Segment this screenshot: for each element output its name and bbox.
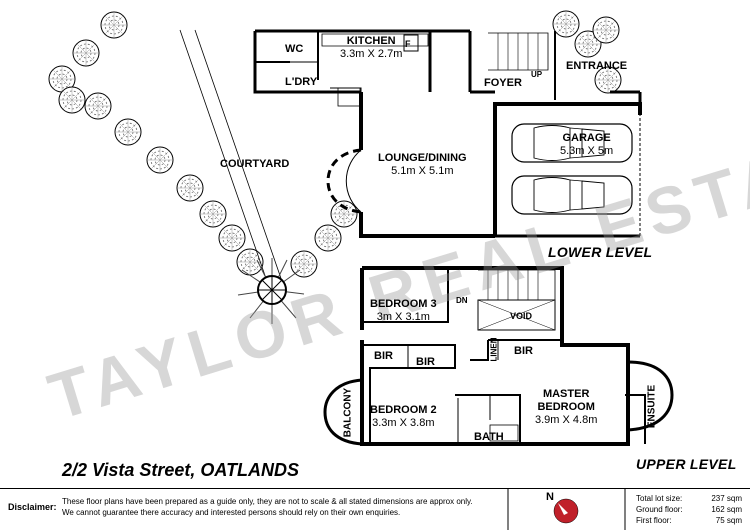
room-dimensions: 5.3m X 5m [560,145,614,157]
room-label-bir-2: BIR [416,356,435,368]
room-name-2: BEDROOM [537,401,595,413]
room-label-ensuite: ENSUITE [646,384,658,429]
room-label-lounge: LOUNGE/DINING 5.1m X 5.1m [378,152,467,178]
room-dimensions: 3m X 3.1m [376,311,430,323]
ground-floor-value: 162 sqm [711,505,742,514]
room-label-garage: GARAGE 5.3m X 5m [560,132,613,158]
room-dimensions: 5.1m X 5.1m [391,165,454,177]
tree-icon [84,92,112,120]
stair-down-label: DN [456,296,468,305]
tree-icon [218,224,246,252]
tree-icon [236,248,264,276]
tree-icon [72,39,100,67]
room-name: MASTER [542,388,590,400]
first-floor-value: 75 sqm [715,516,742,525]
room-label-courtyard: COURTYARD [220,158,290,170]
room-label-bir-1: BIR [374,350,393,362]
room-name: GARAGE [562,132,611,144]
room-dimensions: 3.9m X 4.8m [535,414,598,426]
room-dimensions: 3.3m X 2.7m [340,48,403,60]
lower-level-label: LOWER LEVEL [548,244,653,260]
tree-icon [330,200,358,228]
property-address: 2/2 Vista Street, OATLANDS [62,460,300,480]
room-label-balcony: BALCONY [342,387,354,438]
room-label-void: VOID [510,311,533,321]
fridge-label: F [405,39,411,49]
room-label-laundry: L'DRY [285,76,318,88]
room-label-kitchen: KITCHEN 3.3m X 2.7m [340,35,402,61]
tree-icon [552,10,580,38]
room-label-bedroom3: BEDROOM 3 3m X 3.1m [370,298,437,324]
room-label-master: MASTER BEDROOM 3.9m X 4.8m [535,388,597,427]
room-dimensions: 3.3m X 3.8m [372,417,435,429]
room-name: LOUNGE/DINING [378,152,467,164]
compass-icon [553,498,579,524]
room-label-wc: WC [285,43,304,55]
total-lot-label: Total lot size: [636,494,683,503]
footer: Disclaimer: These floor plans have been … [0,488,750,531]
tree-icon [314,224,342,252]
room-name: BEDROOM 3 [370,298,437,310]
room-name: KITCHEN [346,35,396,47]
area-summary: Total lot size: 237 sqm Ground floor: 162 … [636,493,742,526]
tree-icon [58,86,86,114]
tree-icon [100,11,128,39]
compass-north-label: N [546,491,554,503]
tree-icon [199,200,227,228]
room-label-entrance: ENTRANCE [566,60,628,72]
disclaimer-line-2: We cannot guarantee there accuracy and i… [62,508,401,517]
room-label-bir-3: BIR [514,345,533,357]
tree-icon [592,16,620,44]
disclaimer-line-1: These floor plans have been prepared as … [62,497,473,506]
stair-up-label: UP [531,70,543,79]
room-label-bedroom2: BEDROOM 2 3.3m X 3.8m [370,404,437,430]
tree-icon [114,118,142,146]
total-lot-value: 237 sqm [711,494,742,503]
ground-floor-label: Ground floor: [636,505,683,514]
room-label-foyer: FOYER [484,77,522,89]
tree-icon [176,174,204,202]
first-floor-label: First floor: [636,516,672,525]
upper-level [323,266,674,446]
room-label-linen: LINEN [489,337,499,362]
room-name: BEDROOM 2 [370,404,437,416]
disclaimer-text: These floor plans have been prepared as … [62,496,497,518]
lower-level [253,29,642,238]
tree-icon [146,146,174,174]
palm-icon [237,258,305,324]
room-label-bath: BATH [474,431,504,443]
upper-level-label: UPPER LEVEL [636,456,737,472]
disclaimer-title: Disclaimer: [8,502,57,512]
